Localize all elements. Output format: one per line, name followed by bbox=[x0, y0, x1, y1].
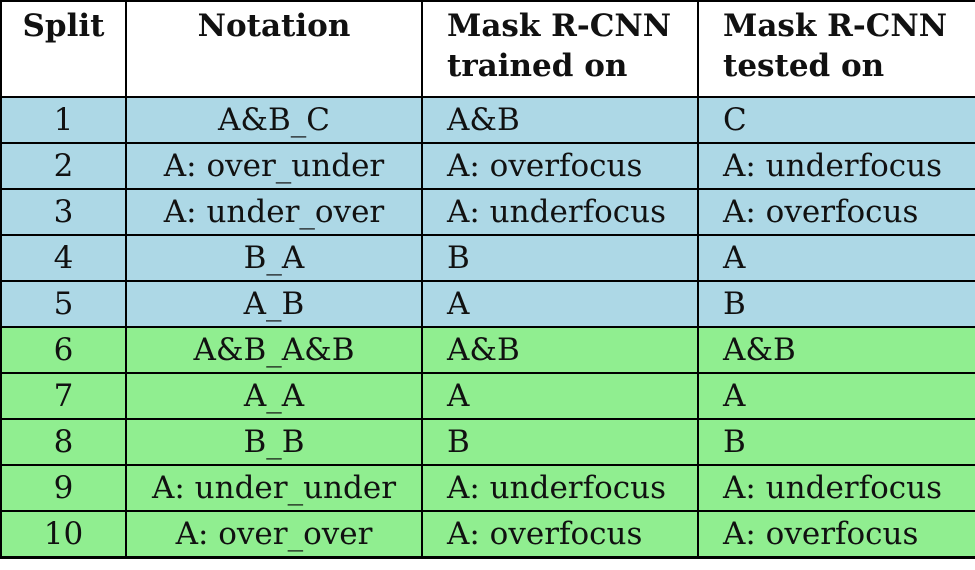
table-row: 2 A: over_under A: overfocus A: underfoc… bbox=[0, 142, 975, 190]
header-trained-on: Mask R-CNN trained on bbox=[421, 0, 699, 98]
cell-tested-on: A: underfocus bbox=[697, 142, 975, 190]
cell-split: 1 bbox=[0, 96, 127, 144]
table-row: 3 A: under_over A: underfocus A: overfoc… bbox=[0, 188, 975, 236]
table-row: 4 B_A B A bbox=[0, 234, 975, 282]
table-row: 9 A: under_under A: underfocus A: underf… bbox=[0, 464, 975, 512]
cell-split: 2 bbox=[0, 142, 127, 190]
table-row: 6 A&B_A&B A&B A&B bbox=[0, 326, 975, 374]
cell-tested-on: A: overfocus bbox=[697, 188, 975, 236]
cell-trained-on: A bbox=[421, 280, 699, 328]
cell-notation: B_A bbox=[125, 234, 423, 282]
cell-split: 6 bbox=[0, 326, 127, 374]
cell-notation: A: over_under bbox=[125, 142, 423, 190]
table-row: 7 A_A A A bbox=[0, 372, 975, 420]
cell-split: 7 bbox=[0, 372, 127, 420]
cell-tested-on: B bbox=[697, 280, 975, 328]
header-tested-on-label: Mask R-CNN tested on bbox=[723, 8, 948, 84]
header-notation: Notation bbox=[125, 0, 423, 98]
table-row: 5 A_B A B bbox=[0, 280, 975, 328]
table-row: 8 B_B B B bbox=[0, 418, 975, 466]
cell-split: 9 bbox=[0, 464, 127, 512]
cell-tested-on: A bbox=[697, 234, 975, 282]
table-body: 1 A&B_C A&B C 2 A: over_under A: overfoc… bbox=[0, 96, 975, 559]
header-trained-on-label: Mask R-CNN trained on bbox=[447, 8, 672, 84]
cell-notation: A_B bbox=[125, 280, 423, 328]
header-row: Split Notation Mask R-CNN trained on Mas… bbox=[0, 0, 975, 98]
cell-tested-on: A&B bbox=[697, 326, 975, 374]
cell-tested-on: C bbox=[697, 96, 975, 144]
cell-notation: A_A bbox=[125, 372, 423, 420]
cell-trained-on: A&B bbox=[421, 326, 699, 374]
cell-split: 4 bbox=[0, 234, 127, 282]
cell-tested-on: A bbox=[697, 372, 975, 420]
cell-notation: A: over_over bbox=[125, 510, 423, 559]
table-row: 10 A: over_over A: overfocus A: overfocu… bbox=[0, 510, 975, 559]
cell-tested-on: A: overfocus bbox=[697, 510, 975, 559]
header-tested-on: Mask R-CNN tested on bbox=[697, 0, 975, 98]
cell-tested-on: B bbox=[697, 418, 975, 466]
cell-split: 8 bbox=[0, 418, 127, 466]
cell-trained-on: A bbox=[421, 372, 699, 420]
cell-trained-on: A&B bbox=[421, 96, 699, 144]
cell-trained-on: A: overfocus bbox=[421, 142, 699, 190]
cell-trained-on: A: overfocus bbox=[421, 510, 699, 559]
cell-split: 3 bbox=[0, 188, 127, 236]
cell-notation: A: under_under bbox=[125, 464, 423, 512]
cell-split: 5 bbox=[0, 280, 127, 328]
table-row: 1 A&B_C A&B C bbox=[0, 96, 975, 144]
header-split: Split bbox=[0, 0, 127, 98]
cell-tested-on: A: underfocus bbox=[697, 464, 975, 512]
cell-notation: A&B_C bbox=[125, 96, 423, 144]
cell-trained-on: B bbox=[421, 234, 699, 282]
cell-notation: A&B_A&B bbox=[125, 326, 423, 374]
cell-trained-on: B bbox=[421, 418, 699, 466]
cell-trained-on: A: underfocus bbox=[421, 188, 699, 236]
cell-notation: A: under_over bbox=[125, 188, 423, 236]
cell-split: 10 bbox=[0, 510, 127, 559]
cell-trained-on: A: underfocus bbox=[421, 464, 699, 512]
cell-notation: B_B bbox=[125, 418, 423, 466]
